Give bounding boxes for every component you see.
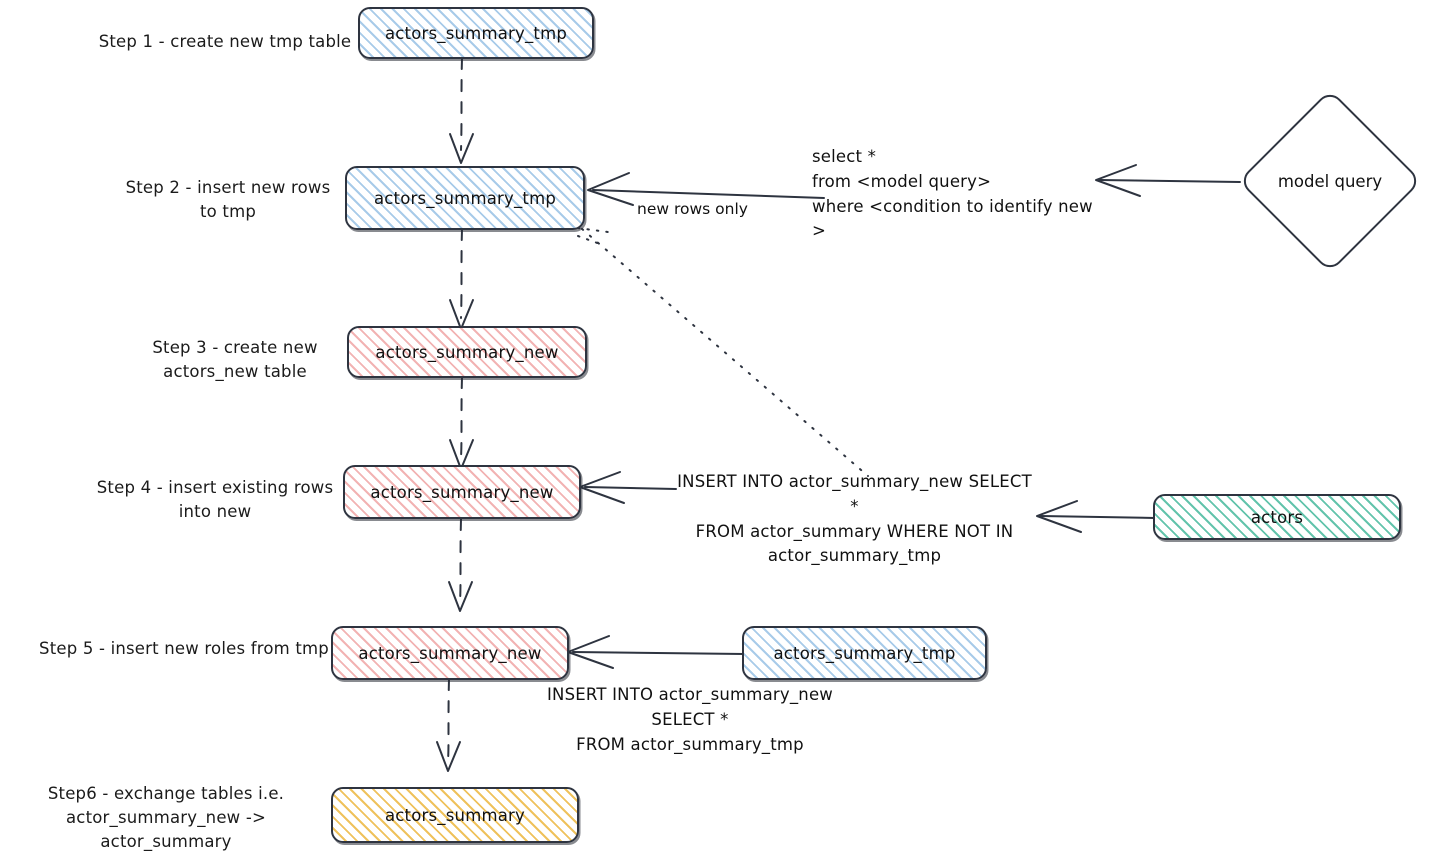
node-label: actors_summary_new [370,482,554,502]
annotation-model-query-sql: select * from <model query> where <condi… [812,147,1093,241]
node-actors-summary-tmp-step1[interactable]: actors_summary_tmp [358,7,594,59]
node-label: actors_summary_new [375,342,559,362]
node-actors-summary-tmp-step2[interactable]: actors_summary_tmp [345,166,585,230]
edge-step2-to-step3 [449,228,474,330]
edge-step4-to-step5 [448,518,473,612]
step-label-4: Step 4 - insert existing rows into new [96,478,334,521]
step-label-6: Step6 - exchange tables i.e. actor_summa… [47,784,285,851]
annotation-insert-new-roles-sql: INSERT INTO actor_summary_new SELECT * F… [546,685,833,754]
edge-actors-to-insert-sql [1036,500,1156,533]
node-model-query-label: model query [1277,171,1383,191]
annotation-insert-existing-sql: INSERT INTO actor_summary_new SELECT * F… [677,472,1032,566]
node-label: actors_summary_tmp [373,188,557,208]
step-label-1: Step 1 - create new tmp table [98,32,352,51]
node-label: actors_summary_tmp [773,643,956,663]
node-actors-summary-new-step3[interactable]: actors_summary_new [347,326,587,378]
edge-tmp5-to-new5 [567,635,745,669]
edge-step3-to-step4 [449,376,474,470]
node-actors-summary-tmp-step5[interactable]: actors_summary_tmp [742,626,987,680]
step-label-3: Step 3 - create new actors_new table [152,338,318,381]
edge-diamond-to-sql [1095,164,1241,197]
node-label: actors_summary [384,805,526,825]
node-label: actors_summary_new [358,643,542,663]
node-label: actors [1250,507,1304,527]
edge-dotted-tmp2-to-insert [573,221,869,477]
edge-step5-to-step6 [436,678,461,772]
step-label-5: Step 5 - insert new roles from tmp [39,639,329,658]
node-actors-summary-final[interactable]: actors_summary [331,787,579,843]
node-actors-summary-new-step4[interactable]: actors_summary_new [343,465,581,519]
node-actors-summary-new-step5[interactable]: actors_summary_new [331,626,569,680]
edge-label-new-rows-only: new rows only [637,200,748,218]
edge-step1-to-step2 [449,57,474,164]
node-actors-source[interactable]: actors [1153,494,1401,540]
edge-insert-sql-to-new4 [579,471,677,504]
step-label-2: Step 2 - insert new rows to tmp [125,178,331,221]
node-label: actors_summary_tmp [384,23,568,43]
